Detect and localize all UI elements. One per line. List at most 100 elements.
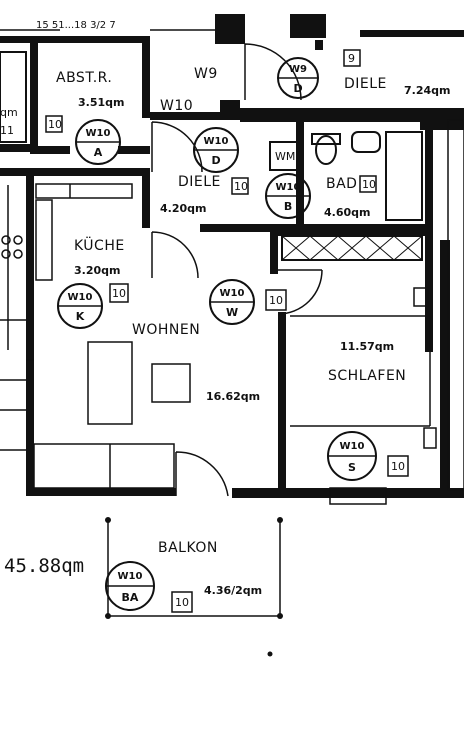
sink	[351, 131, 381, 153]
balcony-corner-bl	[105, 613, 111, 619]
tag-bottom: A	[94, 146, 103, 159]
room-number: 10	[234, 180, 248, 193]
room-name: DIELE	[344, 76, 387, 92]
room-diele-right: 9 DIELE 7.24qm W9 D	[277, 49, 450, 99]
door-arc-diele	[151, 121, 203, 173]
tag-top: W10	[86, 128, 111, 139]
room-number: 10	[175, 596, 189, 609]
toilet	[315, 135, 337, 165]
room-diele-left: DIELE 4.20qm 10 W10 D	[160, 127, 249, 215]
wall-wohnen-top	[200, 224, 300, 232]
stove-burner-1	[1, 235, 11, 245]
wall-kueche-right	[142, 168, 150, 228]
left-number-fragment: 11	[0, 124, 14, 137]
door-arc-schlafen	[277, 269, 323, 315]
room-number-box	[265, 289, 287, 311]
balcony-threshold	[329, 487, 387, 505]
fixtures	[0, 29, 464, 657]
room-tag: W10 B	[265, 173, 311, 219]
room-tag: W10 S	[327, 431, 377, 481]
door-arc-balkon	[175, 451, 229, 497]
balcony-corner-tl	[105, 517, 111, 523]
wall-abstr-right	[142, 36, 150, 118]
wall-bad-right	[425, 122, 433, 352]
room-area: 7.24qm	[404, 84, 450, 97]
wall-abstr-bottom-right	[118, 146, 150, 154]
tag-top: W10	[68, 292, 93, 303]
tag-top: W10	[204, 136, 229, 147]
wall-bottom-left	[26, 488, 176, 496]
room-number: 10	[391, 460, 405, 473]
tag-bottom: K	[76, 310, 85, 323]
wall-left-inner	[26, 168, 34, 492]
sofa	[87, 341, 133, 425]
tag-top: W10	[220, 288, 245, 299]
room-number: 9	[348, 52, 355, 65]
door-arc-kueche	[151, 231, 199, 279]
room-name: BALKON	[158, 540, 218, 556]
balcony-corner-br	[277, 613, 283, 619]
wall-schlafen-left-top	[270, 224, 278, 274]
tag-top: W10	[118, 571, 143, 582]
tag-top: W10	[276, 182, 301, 193]
balcony-corner-tr	[277, 517, 283, 523]
room-number-box	[387, 455, 409, 477]
kitchen-unit	[35, 199, 53, 281]
tag-bottom: D	[293, 82, 302, 95]
wall-diele-right-bottom	[240, 108, 464, 122]
room-schlafen: 11.57qm SCHLAFEN 10 W10 S	[327, 340, 409, 481]
sideboard	[33, 443, 175, 489]
tag-bottom: D	[211, 154, 220, 167]
room-tag: W10 D	[193, 127, 239, 173]
stove-burner-3	[1, 249, 11, 259]
tag-top: W9	[289, 64, 307, 75]
wall-abstr-bottom-left	[30, 146, 70, 154]
wall-top-pillar	[215, 14, 245, 44]
room-area: 4.36/2qm	[204, 584, 262, 597]
room-name: SCHLAFEN	[328, 368, 406, 384]
balcony-dot	[267, 651, 273, 657]
wall-right-top	[420, 122, 464, 130]
tag-top: W10	[340, 441, 365, 452]
wall-right-stub	[433, 112, 464, 120]
wm-box	[269, 141, 301, 171]
room-number: 10	[269, 294, 283, 307]
room-name: WOHNEN	[132, 322, 200, 338]
room-area: 3.51qm	[78, 96, 124, 109]
left-area-fragment: qm	[0, 106, 18, 119]
wall-label-w10: W10	[160, 98, 193, 114]
toilet-tank	[311, 133, 341, 145]
room-wohnen: WOHNEN 16.62qm 10 W10 W	[132, 279, 287, 403]
tag-bottom: S	[348, 461, 356, 474]
room-bad: WM BAD 10 4.60qm W10 B	[265, 150, 377, 219]
total-area: 45.88qm	[4, 555, 84, 577]
wall-w10-pillar	[220, 100, 240, 120]
wall-top-mid	[290, 14, 326, 38]
room-tag: W9 D	[277, 57, 319, 99]
kitchen-counter	[35, 183, 133, 199]
wall-left-mid	[0, 144, 30, 152]
nightstand-top	[413, 287, 429, 307]
nightstand-bottom	[423, 427, 437, 449]
tag-bottom: W	[226, 306, 238, 319]
room-area: 4.20qm	[160, 202, 206, 215]
room-kueche: KÜCHE 3.20qm 10 W10 K	[57, 236, 129, 329]
wall-label-w9: W9	[194, 66, 218, 82]
wall-schlafen-left	[278, 312, 286, 492]
wall-abstr-left	[30, 43, 38, 153]
right-edge-strip	[447, 119, 464, 491]
room-balkon: BALKON 4.36/2qm 10 W10 BA	[105, 540, 262, 613]
wall-stub	[315, 40, 323, 50]
room-name: KÜCHE	[74, 236, 125, 254]
tag-bottom: B	[284, 200, 292, 213]
fixture-wm: WM	[275, 150, 295, 163]
wall-top-left	[0, 36, 150, 43]
coffee-table	[151, 363, 191, 403]
room-area: 16.62qm	[206, 390, 260, 403]
room-number: 10	[362, 178, 376, 191]
wall-w10-left	[150, 112, 220, 120]
wall-right-outer	[440, 240, 450, 495]
room-tag: W10 W	[209, 279, 255, 325]
wall-schlafen-top	[270, 224, 430, 236]
